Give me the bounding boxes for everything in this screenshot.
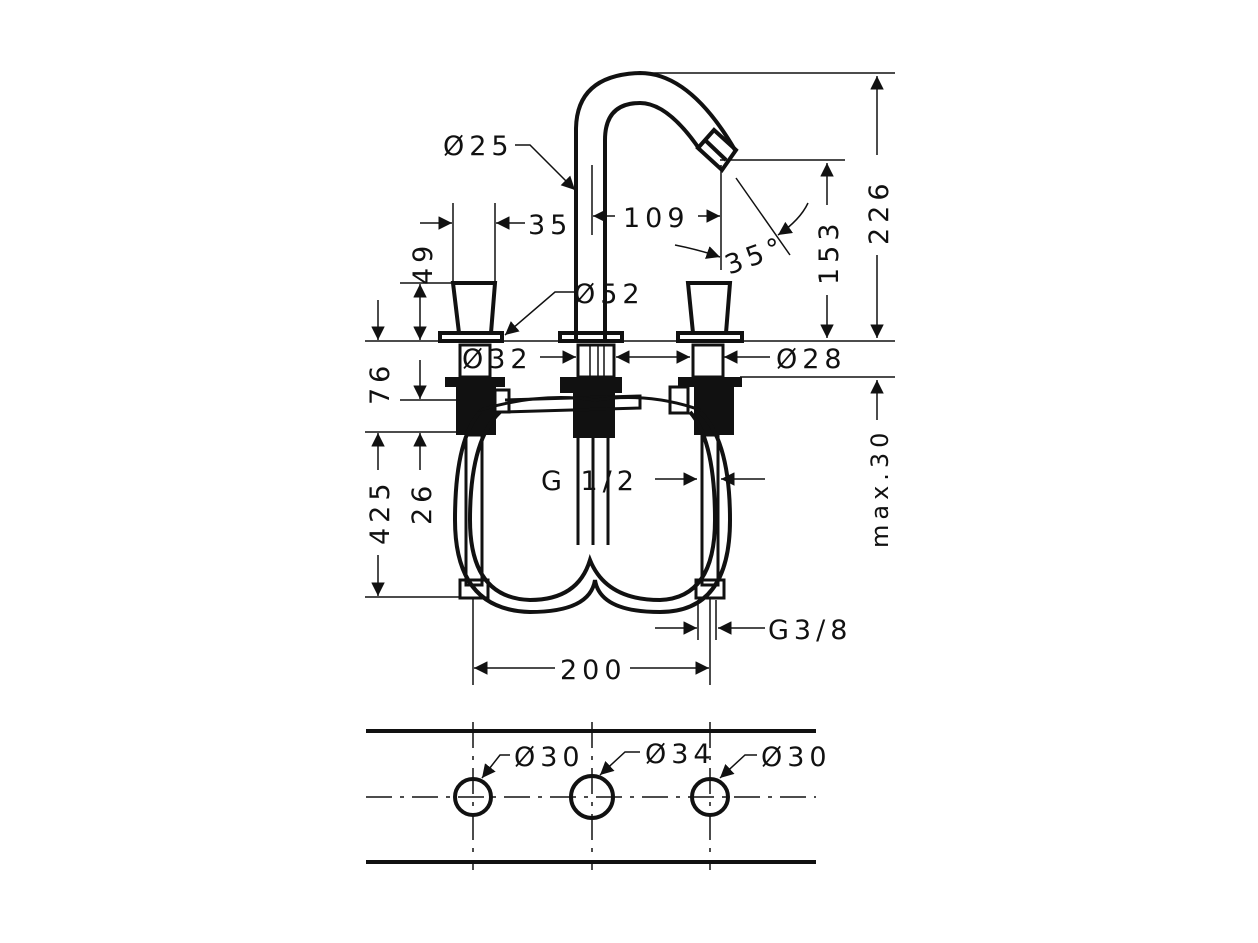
label-rosette-diameter: Ø52 [574, 279, 645, 310]
hole-left [453, 777, 493, 817]
supply-hoses [452, 396, 733, 615]
hole-plan: Ø30 Ø34 Ø30 [366, 722, 832, 870]
label-shank-length: 26 [407, 481, 438, 525]
label-hose-length: 425 [365, 478, 396, 545]
label-inlet-thread: G 1/2 [541, 466, 639, 497]
label-hose-thread: G3/8 [768, 615, 852, 646]
label-hole-right: Ø30 [761, 742, 832, 773]
label-hole-center: Ø34 [645, 739, 716, 770]
dimension-lines [365, 72, 895, 685]
label-spout-angle: 35° [721, 231, 791, 282]
hole-right [690, 777, 730, 817]
label-body-depth: 76 [365, 361, 396, 405]
label-handle-width: 35 [528, 210, 572, 241]
right-handle [676, 281, 744, 343]
left-handle [438, 281, 504, 343]
label-center-spacing: 200 [560, 655, 627, 686]
label-max-deck: max.30 [866, 428, 894, 548]
label-spout-projection: 109 [623, 203, 690, 234]
dimension-labels: Ø25 35 109 35° 153 226 49 Ø52 Ø32 Ø28 76… [365, 131, 895, 686]
hole-center [569, 774, 615, 820]
label-total-height: 226 [864, 178, 895, 245]
label-spout-diameter: Ø25 [443, 131, 514, 162]
label-handle-height: 49 [408, 241, 439, 285]
label-side-body-diameter: Ø28 [776, 344, 847, 375]
label-outlet-height: 153 [814, 218, 845, 285]
label-hole-left: Ø30 [514, 742, 585, 773]
spout-rosette [558, 331, 624, 343]
label-body-diameter: Ø32 [462, 344, 533, 375]
